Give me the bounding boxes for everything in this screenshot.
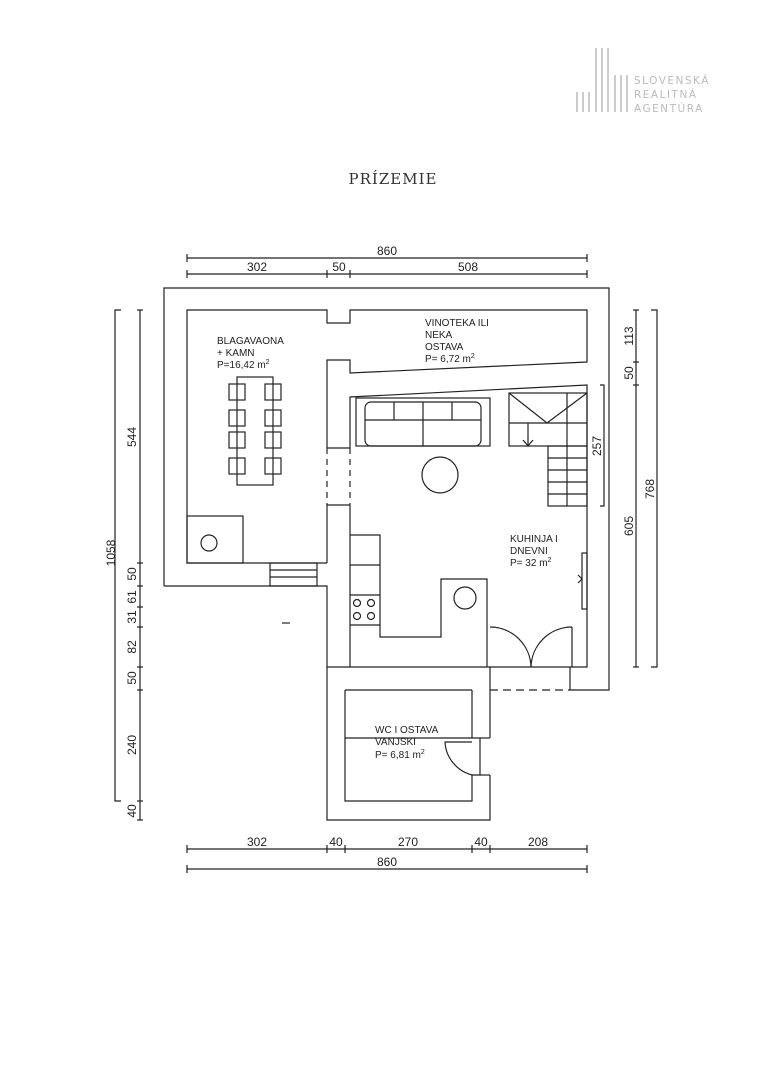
stairs: [508, 392, 588, 447]
room-name: BLAGAVAONA: [217, 336, 284, 347]
svg-text:P= 6,81 m2: P= 6,81 m2: [375, 749, 425, 761]
dim-label: 860: [377, 244, 397, 258]
room-name: WC I OSTAVA: [375, 725, 439, 736]
dimension-labels: 860 302 50 508 302 40 270 40 208 860 105…: [104, 244, 657, 869]
svg-text:P= 32 m2: P= 32 m2: [510, 557, 552, 569]
dimension-lines: [114, 254, 658, 873]
dim-label: 113: [622, 326, 636, 345]
dim-label: 302: [247, 835, 267, 849]
room-name: DNEVNI: [510, 546, 548, 557]
room-area: P= 32 m: [510, 558, 548, 569]
walls: [163, 287, 610, 821]
logo-line-1: SLOVENSKÁ: [634, 74, 710, 87]
dim-label: 1058: [104, 539, 118, 566]
fireplace: [186, 515, 244, 564]
room-name: VINOTEKA ILI: [425, 318, 489, 329]
dim-label: 302: [247, 260, 267, 274]
room-name: VANJSKI: [375, 737, 416, 748]
dim-label: 544: [125, 427, 139, 447]
room-area: P=16,42 m: [217, 360, 266, 371]
dim-label: 508: [458, 260, 478, 274]
dim-label: 270: [398, 835, 418, 849]
dim-label: 860: [377, 855, 397, 869]
dim-label: 208: [528, 835, 548, 849]
dim-label: 40: [329, 835, 343, 849]
dim-label: 768: [643, 479, 657, 499]
room-area: P= 6,72 m: [425, 354, 471, 365]
dim-label: 82: [125, 640, 139, 654]
dim-label: 257: [590, 436, 604, 456]
room-name: KUHINJA I: [510, 534, 558, 545]
dim-label: 50: [622, 366, 636, 380]
page-title: PRÍZEMIE: [349, 170, 438, 188]
svg-text:P=16,42 m2: P=16,42 m2: [217, 359, 270, 371]
room-name: OSTAVA: [425, 342, 464, 353]
coffee-table: [421, 456, 459, 494]
logo-line-2: REALITNÁ: [634, 88, 698, 101]
dim-label: 40: [125, 804, 139, 818]
kitchen-counter: [350, 534, 488, 667]
dim-label: 40: [474, 835, 488, 849]
svg-text:P= 6,72 m2: P= 6,72 m2: [425, 353, 475, 365]
dim-label: 61: [125, 590, 139, 604]
furniture: [186, 376, 588, 668]
dim-label: 605: [622, 516, 636, 536]
room-name: + KAMN: [217, 348, 255, 359]
dim-label: 50: [125, 671, 139, 685]
room-labels: BLAGAVAONA + KAMN P=16,42 m2 VINOTEKA IL…: [217, 318, 558, 761]
room-name: NEKA: [425, 330, 453, 341]
dim-label: 50: [125, 567, 139, 581]
dining-table: [236, 376, 274, 486]
dim-label: 240: [125, 735, 139, 755]
dim-label: 31: [125, 610, 139, 624]
logo: [576, 48, 628, 112]
dim-label: 50: [332, 260, 346, 274]
logo-line-3: AGENTÚRA: [634, 102, 704, 115]
room-area: P= 6,81 m: [375, 750, 421, 761]
